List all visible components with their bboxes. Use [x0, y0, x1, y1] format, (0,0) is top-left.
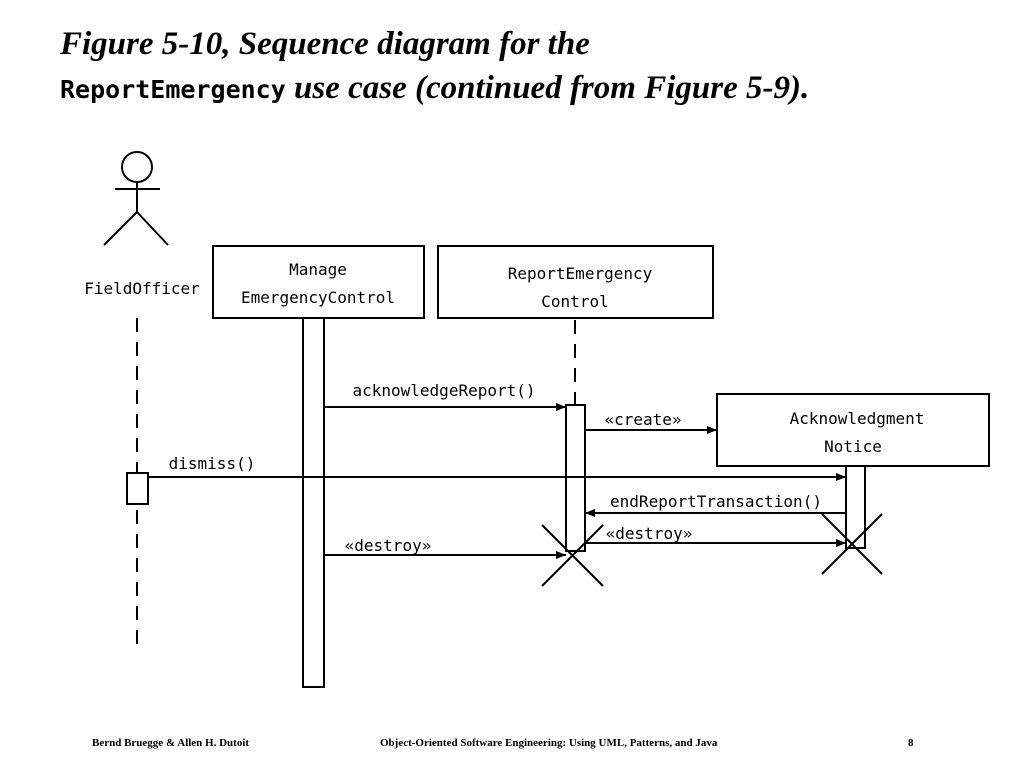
end-report-transaction-label: endReportTransaction() [610, 492, 822, 511]
destroy-report-label: «destroy» [345, 536, 432, 555]
report-emergency-control-box [437, 245, 714, 319]
footer-page-number: 8 [908, 737, 914, 749]
acknowledge-report-label: acknowledgeReport() [352, 381, 535, 400]
manage-emergency-control-label-1: Manage [289, 260, 347, 279]
acknowledgment-notice-label-2: Notice [824, 437, 882, 456]
title-use-case-name: ReportEmergency [60, 75, 286, 104]
acknowledgment-notice-destroy-mark [821, 513, 883, 575]
footer-authors: Bernd Bruegge & Allen H. Dutoit [92, 737, 250, 749]
dismiss-label: dismiss() [169, 454, 256, 473]
acknowledgment-notice-activation [845, 465, 866, 549]
manage-emergency-control-box [212, 245, 425, 319]
title-line-2: ReportEmergency use case (continued from… [60, 66, 1000, 112]
manage-emergency-control-label-2: EmergencyControl [241, 288, 395, 307]
actor-head [121, 151, 153, 183]
report-emergency-control-label-1: ReportEmergency [508, 264, 653, 283]
acknowledgment-notice-label-1: Acknowledgment [790, 409, 925, 428]
actor-field-officer [103, 151, 169, 246]
create-label: «create» [604, 410, 681, 429]
slide-title: Figure 5-10, Sequence diagram for the Re… [60, 22, 1000, 112]
title-line-1: Figure 5-10, Sequence diagram for the [60, 26, 590, 62]
manage-emergency-control-activation [302, 317, 325, 688]
report-emergency-control-destroy-mark [541, 524, 604, 587]
destroy-acknowledgment-label: «destroy» [606, 524, 693, 543]
actor-right-leg [136, 211, 169, 246]
actor-label: FieldOfficer [84, 279, 200, 298]
field-officer-activation [126, 472, 149, 505]
actor-left-leg [103, 211, 138, 246]
footer-book-title: Object-Oriented Software Engineering: Us… [380, 737, 718, 749]
report-emergency-control-label-2: Control [541, 292, 608, 311]
title-line-2-rest: use case (continued from Figure 5-9). [285, 70, 810, 106]
